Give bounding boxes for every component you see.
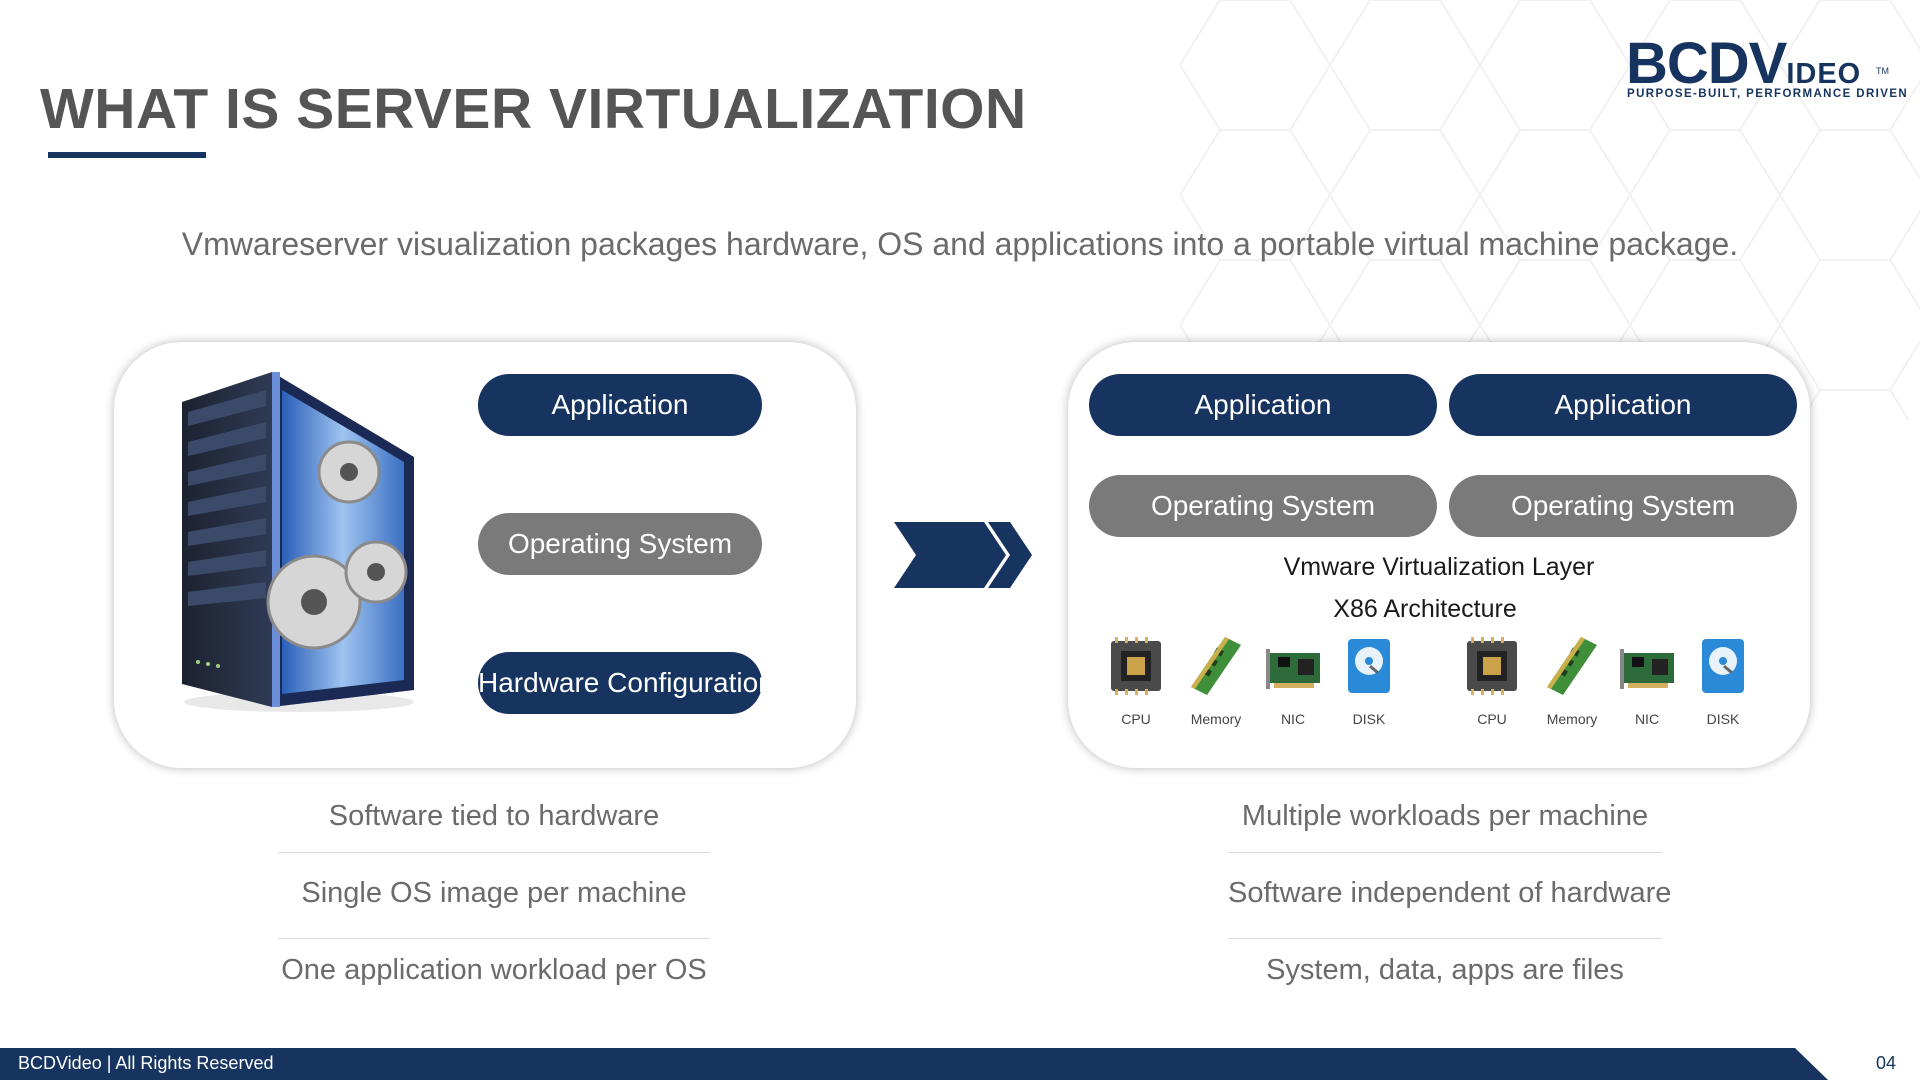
hardware-label: Memory xyxy=(1190,711,1242,727)
chevron-arrow-icon xyxy=(894,522,1032,588)
hardware-label: CPU xyxy=(1477,711,1507,727)
architecture-label: X86 Architecture xyxy=(1333,595,1517,623)
memory-icon xyxy=(1191,637,1241,695)
hardware-label: NIC xyxy=(1634,711,1660,727)
hardware-item-memory: Memory xyxy=(1178,635,1254,727)
hardware-item-cpu: CPU xyxy=(1098,635,1174,727)
vm2-operating-system-pill: Operating System xyxy=(1449,475,1797,537)
footer: BCDVideo | All Rights Reserved 04 xyxy=(0,1048,1920,1080)
right-bullet: Multiple workloads per machine xyxy=(1241,800,1649,832)
right-bullet: System, data, apps are files xyxy=(1266,954,1624,986)
hardware-item-nic: NIC xyxy=(1255,635,1331,727)
bullet-divider xyxy=(278,852,710,853)
operating-system-pill: Operating System xyxy=(478,513,762,575)
hardware-label: DISK xyxy=(1352,711,1386,727)
traditional-architecture-panel: Application Operating System Hardware Co… xyxy=(114,342,856,768)
footer-copyright: BCDVideo | All Rights Reserved xyxy=(18,1053,274,1073)
slide-subtitle: Vmwareserver visualization packages hard… xyxy=(181,226,1739,262)
hardware-label: DISK xyxy=(1706,711,1740,727)
vm1-application-pill: Application xyxy=(1089,374,1437,436)
slide-title: WHAT IS SERVER VIRTUALIZATION xyxy=(40,77,1027,141)
bullet-divider xyxy=(1228,852,1662,853)
left-bullet: Single OS image per machine xyxy=(301,877,687,909)
left-bullet: One application workload per OS xyxy=(281,954,707,986)
hardware-label: CPU xyxy=(1121,711,1151,727)
logo-tagline: PURPOSE-BUILT, PERFORMANCE DRIVEN xyxy=(1627,88,1909,100)
page-number: 04 xyxy=(1876,1053,1897,1073)
virtualization-layer-label: Vmware Virtualization Layer xyxy=(1283,553,1595,581)
cpu-icon xyxy=(1111,637,1161,695)
hardware-item-disk: DISK xyxy=(1685,635,1761,727)
virtualized-architecture-panel: Application Application Operating System… xyxy=(1068,342,1810,768)
footer-bar xyxy=(0,1048,1828,1080)
hardware-item-memory: Memory xyxy=(1534,635,1610,727)
disk-icon xyxy=(1348,639,1390,693)
logo-text-small: IDEO xyxy=(1786,58,1862,90)
hardware-label: Memory xyxy=(1546,711,1598,727)
left-bullet: Software tied to hardware xyxy=(328,800,660,832)
bullet-divider xyxy=(1228,938,1662,939)
vm1-operating-system-pill: Operating System xyxy=(1089,475,1437,537)
application-pill: Application xyxy=(478,374,762,436)
hardware-item-disk: DISK xyxy=(1331,635,1407,727)
bullet-divider xyxy=(278,938,710,939)
disk-icon xyxy=(1702,639,1744,693)
hardware-item-cpu: CPU xyxy=(1454,635,1530,727)
hardware-configuration-pill: Hardware Configuration xyxy=(478,652,774,714)
memory-icon xyxy=(1547,637,1597,695)
nic-icon xyxy=(1620,649,1674,689)
logo-trademark: TM xyxy=(1876,66,1889,76)
right-bullet: Software independent of hardware xyxy=(1228,877,1672,909)
server-tower-icon xyxy=(182,372,414,712)
cpu-icon xyxy=(1467,637,1517,695)
title-underline xyxy=(48,152,206,158)
nic-icon xyxy=(1266,649,1320,689)
hardware-label: NIC xyxy=(1280,711,1306,727)
vm2-application-pill: Application xyxy=(1449,374,1797,436)
bcdvideo-logo: BCDVIDEO TM PURPOSE-BUILT, PERFORMANCE D… xyxy=(1626,31,1907,106)
hardware-item-nic: NIC xyxy=(1609,635,1685,727)
logo-text-large: BCDV xyxy=(1626,31,1787,96)
